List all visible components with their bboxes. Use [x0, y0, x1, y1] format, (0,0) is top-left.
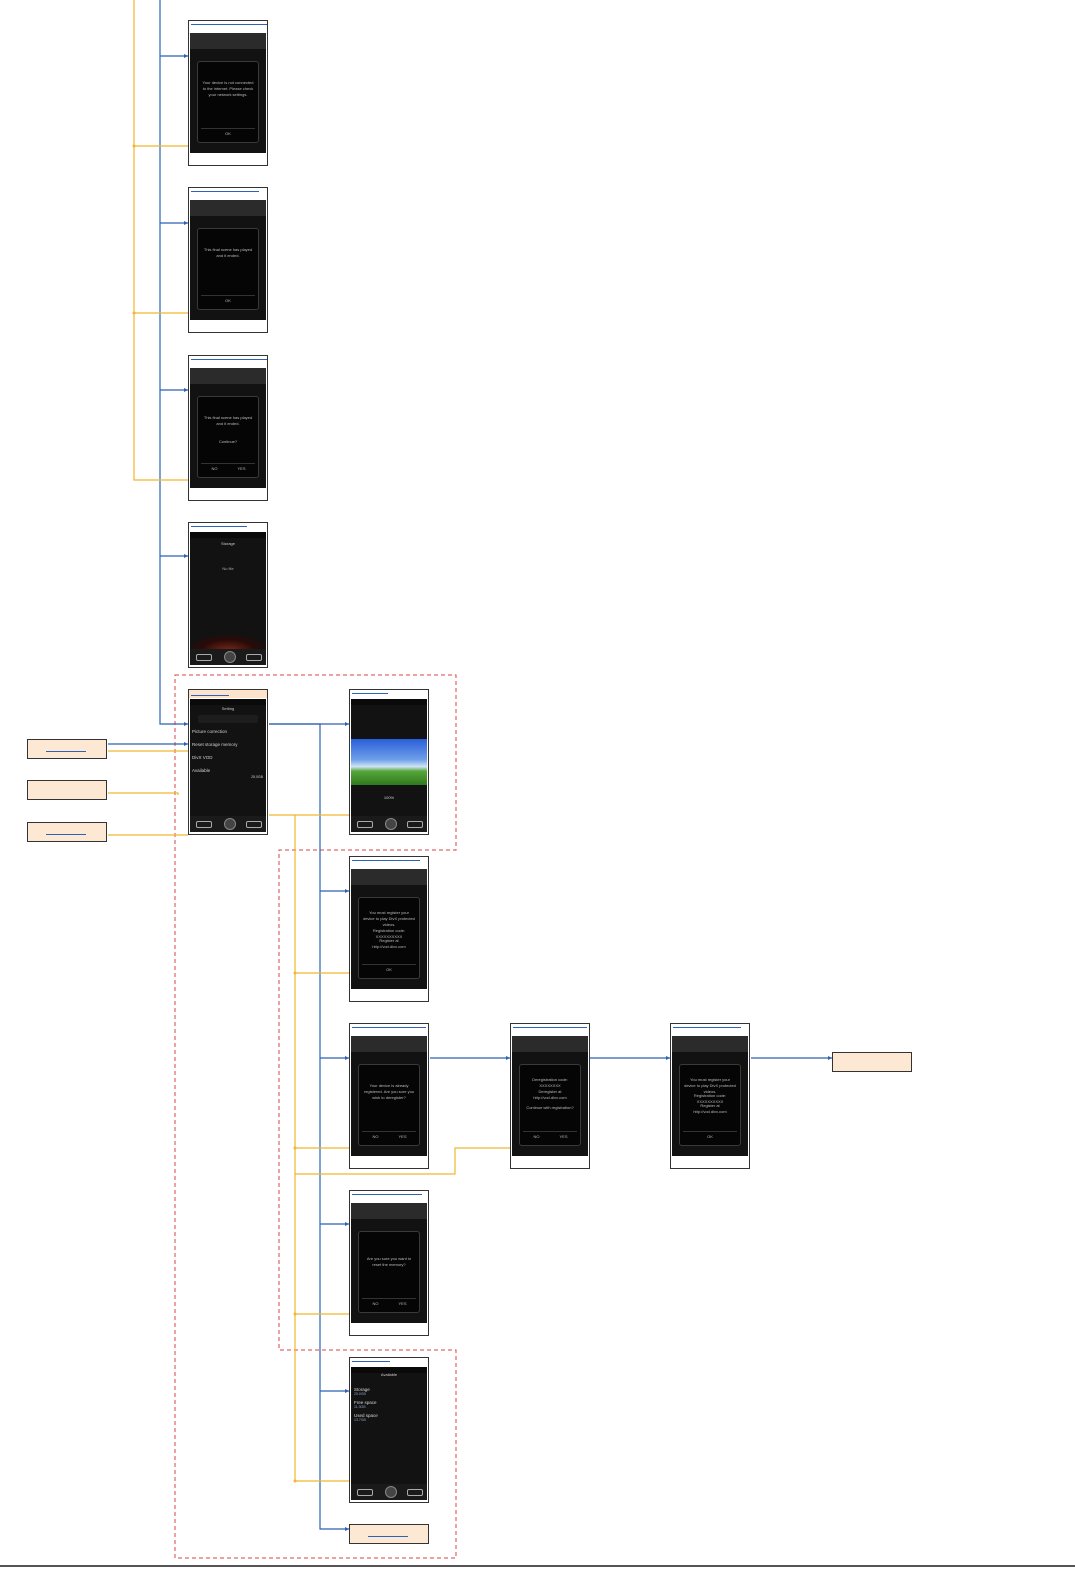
- dialog-line-2: Registration code: XXXXXXXXXX: [372, 928, 406, 939]
- dialog: Your device is not connected to the inte…: [197, 61, 259, 143]
- dialog-message: This final scene has played and it ended…: [203, 247, 253, 258]
- return-label-b: [108, 792, 179, 795]
- screen-caption-highlight: [189, 690, 267, 698]
- screen-picture-view: 100%: [349, 689, 429, 835]
- return-dots: [132, 144, 297, 1483]
- screen-no-file: Storage No file: [188, 522, 268, 668]
- no-button[interactable]: NO: [372, 1301, 379, 1306]
- dialog-line-3: Continue with registration?: [526, 1105, 574, 1110]
- screen-already-registered: Your device is already registered. Are y…: [349, 1023, 429, 1169]
- remote-navbar: [190, 816, 266, 832]
- volume-bar[interactable]: [198, 715, 258, 723]
- yes-button[interactable]: YES: [398, 1301, 407, 1306]
- screen-caption: [191, 526, 247, 527]
- screen-caption: [352, 693, 388, 694]
- dialog-question: Continue?: [218, 439, 238, 444]
- list-item: Storage 25.0GB: [354, 1387, 370, 1396]
- screen-final-scene-continue: This final scene has played and it ended…: [188, 355, 268, 501]
- ok-button[interactable]: OK: [225, 131, 231, 136]
- dialog: Deregistration code: XXXXXXXX Deregister…: [519, 1064, 581, 1146]
- dialog-line-1: You must register your device to play Di…: [363, 910, 415, 927]
- ok-button[interactable]: OK: [386, 967, 392, 972]
- link-trunk: [159, 0, 188, 725]
- exit-label[interactable]: [349, 1524, 429, 1544]
- yes-button[interactable]: YES: [559, 1134, 568, 1139]
- dialog: This final scene has played and it ended…: [197, 396, 259, 478]
- no-button[interactable]: NO: [372, 1134, 379, 1139]
- screen-title: Storage: [220, 541, 235, 546]
- screen-caption: [513, 1027, 587, 1028]
- screen-reset-confirm: Are you sure you want to reset the memor…: [349, 1190, 429, 1336]
- dialog-line-3: Register at http://vod.divx.com: [372, 938, 406, 949]
- remote-navbar: [351, 816, 427, 832]
- screen-caption: [352, 1027, 426, 1028]
- dialog-line-2: Deregister at http://vod.divx.com: [533, 1089, 567, 1100]
- screen-register-new: You must register your device to play Di…: [670, 1023, 750, 1169]
- yes-button[interactable]: YES: [237, 466, 246, 471]
- screen-title: Setting: [221, 706, 235, 711]
- screen-caption: [352, 1361, 390, 1362]
- screen-available: Available Storage 25.0GB Free space 11.3…: [349, 1357, 429, 1503]
- screen-caption: [352, 1194, 422, 1195]
- screen-registration-info: You must register your device to play Di…: [349, 856, 429, 1002]
- ok-button[interactable]: OK: [225, 298, 231, 303]
- link-settings-trunk: [269, 723, 349, 1530]
- dialog-line-3: Register at http://vod.divx.com: [693, 1103, 727, 1114]
- list-item: Free space 11.3GB: [354, 1400, 377, 1409]
- ok-button[interactable]: OK: [707, 1134, 713, 1139]
- screen-caption: [191, 24, 267, 25]
- menu-reset-storage[interactable]: Reset storage memory: [192, 742, 238, 747]
- screen-final-scene: This final scene has played and it ended…: [188, 187, 268, 333]
- dialog: Are you sure you want to reset the memor…: [358, 1231, 420, 1313]
- screen-title: Available: [380, 1372, 398, 1377]
- arrowheads: [184, 54, 832, 1531]
- screen-caption: [191, 359, 267, 360]
- group-boundary-main: [174, 674, 457, 1559]
- return-trunk: [133, 0, 188, 481]
- entry-label-a[interactable]: [27, 739, 107, 759]
- return-from-deregistration: [295, 1147, 510, 1175]
- dialog-message: Are you sure you want to reset the memor…: [366, 1256, 412, 1267]
- zoom-readout: 100%: [383, 795, 395, 800]
- remote-navbar: [190, 649, 266, 665]
- yes-button[interactable]: YES: [398, 1134, 407, 1139]
- menu-available[interactable]: Available: [192, 768, 211, 773]
- menu-picture-correction[interactable]: Picture correction: [192, 729, 228, 734]
- dialog-message: Your device is not connected to the inte…: [202, 80, 254, 97]
- dialog: Your device is already registered. Are y…: [358, 1064, 420, 1146]
- dialog: You must register your device to play Di…: [679, 1064, 741, 1146]
- dialog-message: This final scene has played and it ended…: [203, 415, 253, 426]
- menu-divx-vod[interactable]: DivX VOD: [192, 755, 213, 760]
- list-item: Used space 13.7GB: [354, 1413, 378, 1422]
- entry-label-c[interactable]: [27, 822, 107, 842]
- screen-not-connected: Your device is not connected to the inte…: [188, 20, 268, 166]
- remote-navbar: [351, 1484, 427, 1500]
- dialog-message: Your device is already registered. Are y…: [363, 1083, 415, 1100]
- dialog-line-2: Registration code: XXXXXXXXXX: [693, 1093, 727, 1104]
- screen-caption: [191, 191, 259, 192]
- dialog-line-1: Deregistration code: XXXXXXXX: [532, 1077, 568, 1088]
- end-label[interactable]: [832, 1052, 912, 1072]
- picture-preview: [351, 739, 427, 785]
- screen-main-settings: Setting Picture correction Reset storage…: [188, 689, 268, 835]
- dialog-line-1: You must register your device to play Di…: [684, 1077, 736, 1094]
- available-value: 25.0GB: [251, 775, 263, 779]
- no-button[interactable]: NO: [533, 1134, 540, 1139]
- dialog: This final scene has played and it ended…: [197, 228, 259, 310]
- screen-deregistration: Deregistration code: XXXXXXXX Deregister…: [510, 1023, 590, 1169]
- screen-caption: [673, 1027, 741, 1028]
- empty-message: No file: [222, 566, 234, 571]
- no-button[interactable]: NO: [211, 466, 218, 471]
- screen-caption: [352, 860, 420, 861]
- entry-label-b[interactable]: [27, 780, 107, 800]
- dialog: You must register your device to play Di…: [358, 897, 420, 979]
